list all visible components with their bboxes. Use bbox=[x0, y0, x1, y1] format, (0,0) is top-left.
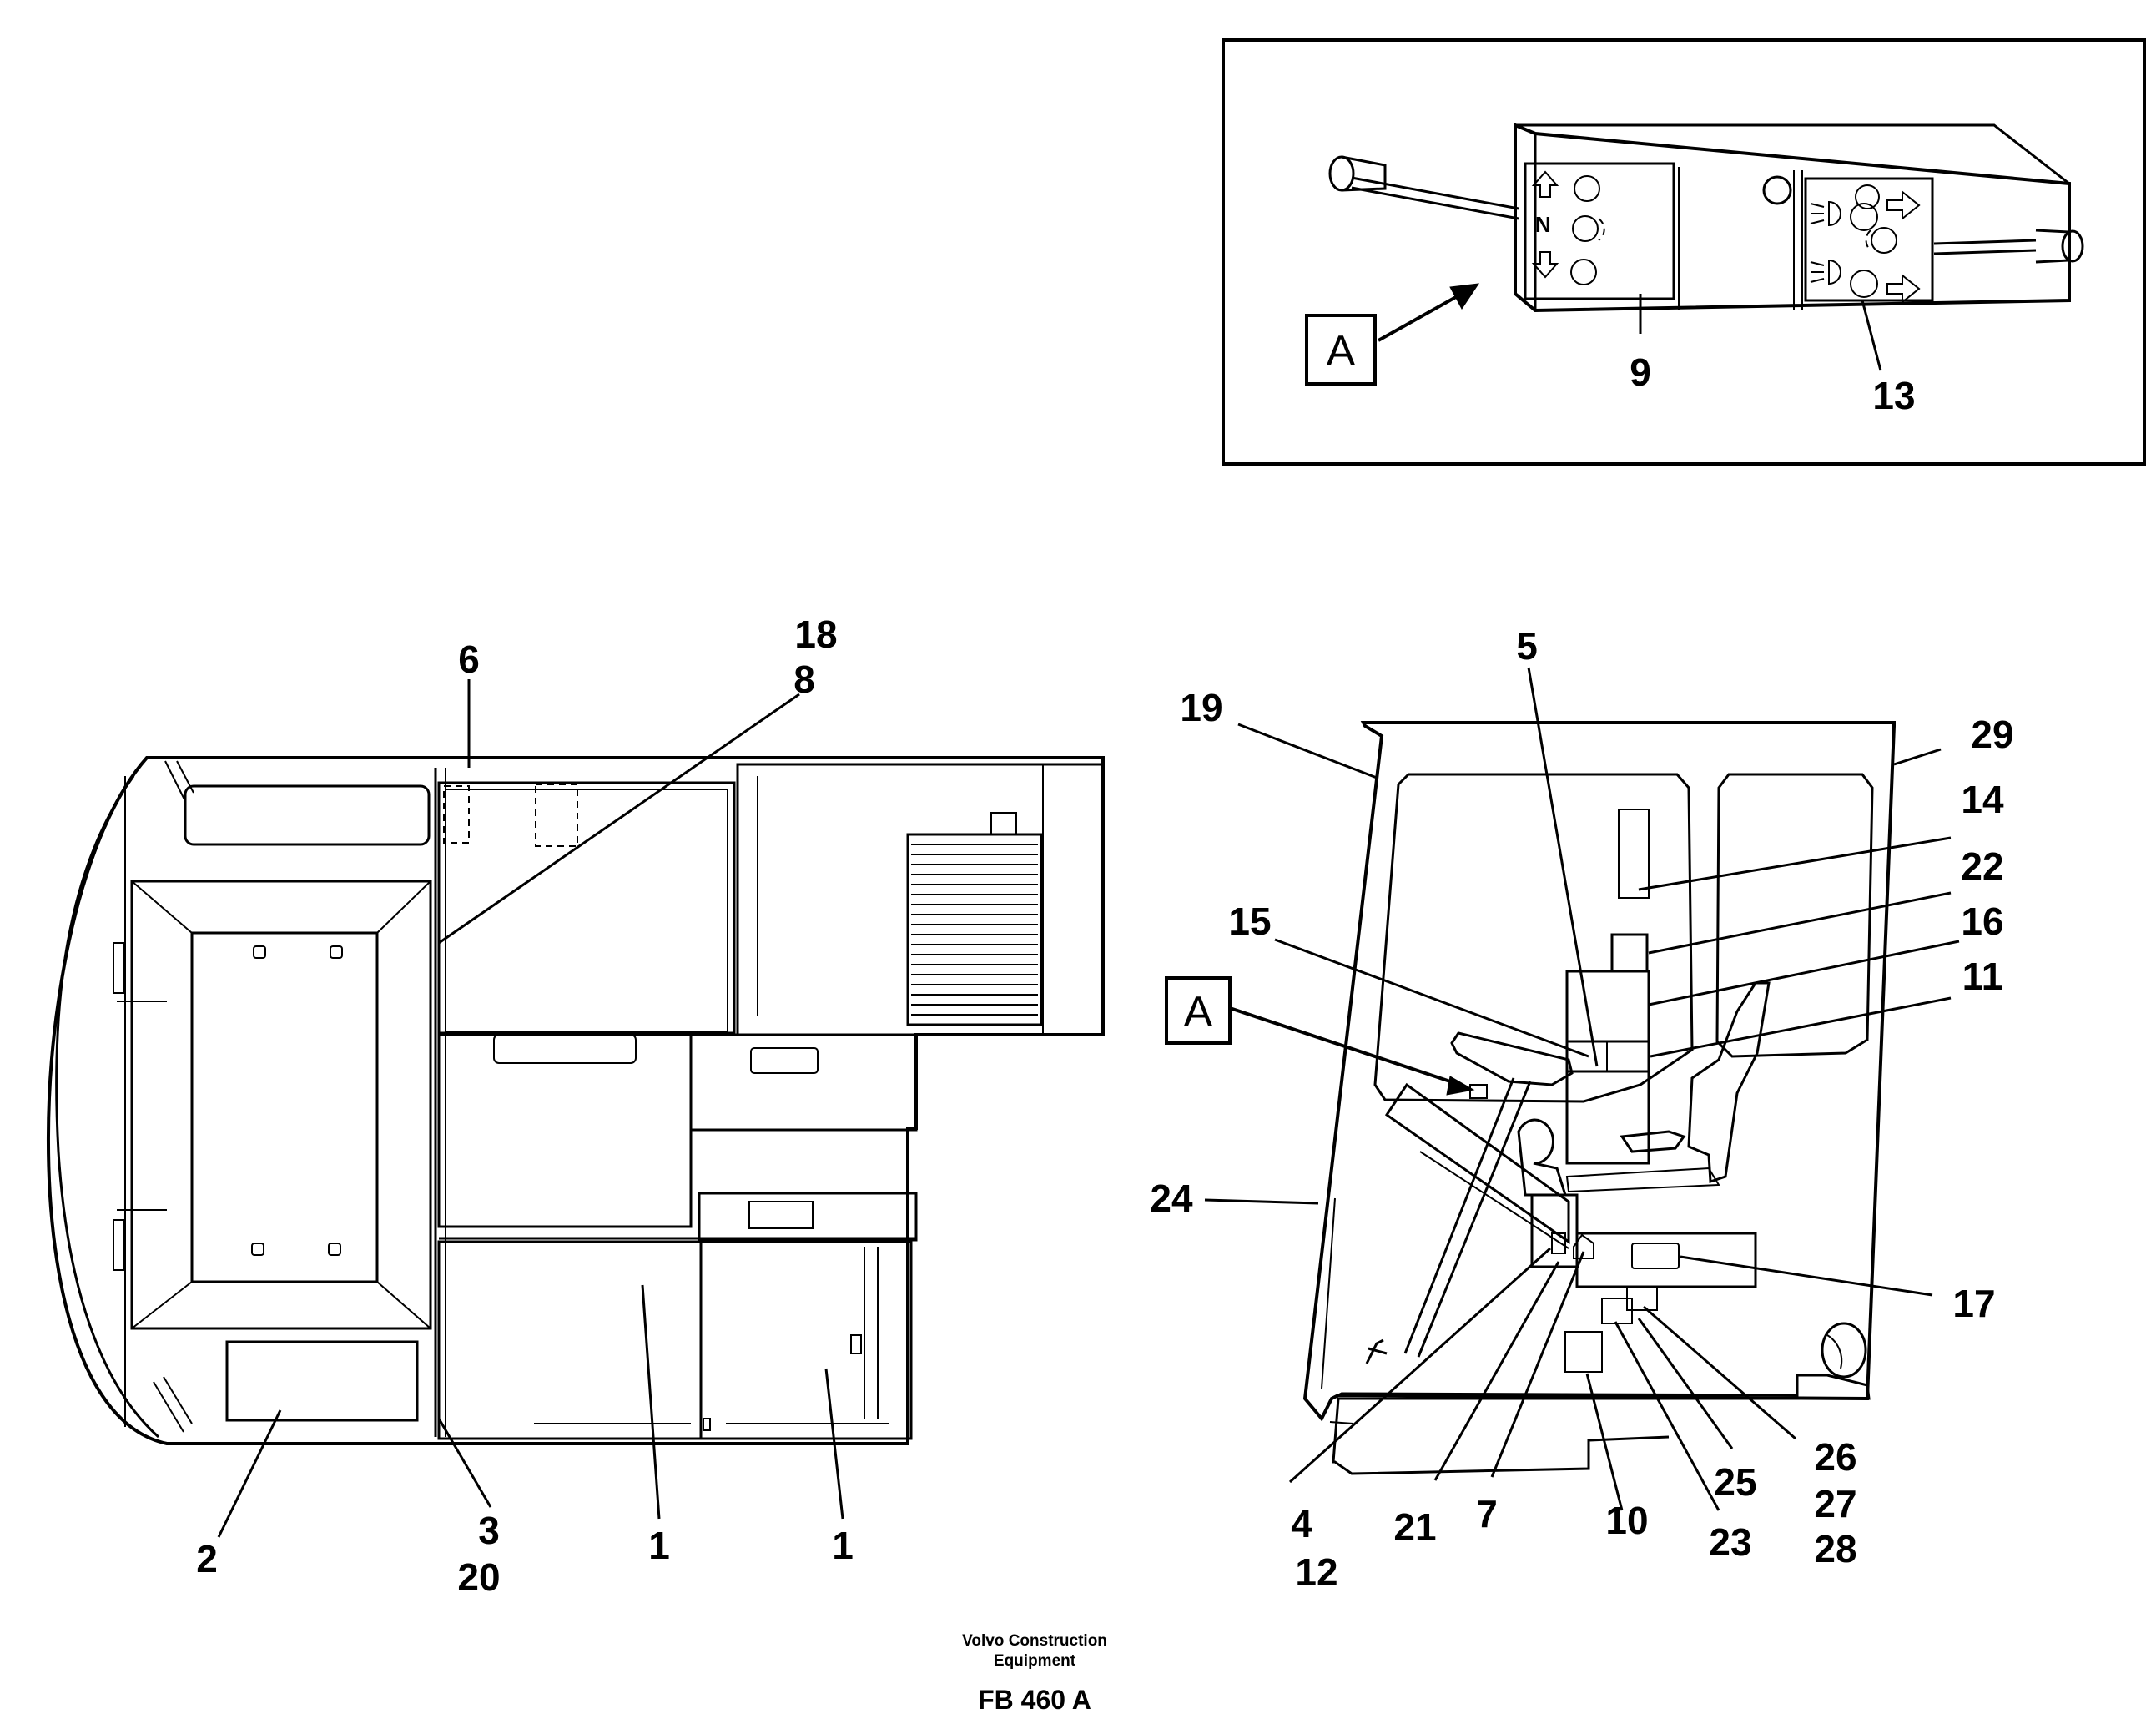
callout-20: 20 bbox=[457, 1555, 500, 1599]
view-label-side: A bbox=[1184, 988, 1213, 1036]
callout-28: 28 bbox=[1814, 1527, 1856, 1570]
callout-29: 29 bbox=[1971, 713, 2013, 756]
callout-27: 27 bbox=[1814, 1482, 1856, 1525]
direction-switch-panel bbox=[1524, 162, 1675, 300]
cab-roof bbox=[130, 880, 432, 1330]
company-name: Volvo Construction bbox=[962, 1632, 1107, 1650]
callout-6: 6 bbox=[458, 638, 480, 681]
callout-18: 18 bbox=[794, 612, 837, 656]
neutral-glyph: N bbox=[1535, 212, 1551, 237]
arrow-head-icon bbox=[1449, 283, 1480, 310]
callout-12: 12 bbox=[1295, 1550, 1337, 1594]
callout-17: 17 bbox=[1952, 1282, 1995, 1325]
arrow-right-icon bbox=[1886, 189, 1921, 221]
cab-window-side bbox=[1715, 773, 1874, 1058]
cab-base bbox=[1331, 1374, 1871, 1475]
steering-wheel bbox=[1450, 1031, 1574, 1086]
view-arrow bbox=[1378, 292, 1463, 342]
view-label: A bbox=[1327, 327, 1356, 376]
headlight-icon bbox=[1810, 200, 1841, 227]
callout-5: 5 bbox=[1516, 624, 1538, 668]
right-view: A 5 19 29 14 22 16 15 11 24 17 4 12 21 7 bbox=[1150, 624, 2013, 1594]
light-switch-symbols bbox=[1810, 184, 1921, 305]
radiator-grille-lines bbox=[911, 844, 1038, 1016]
callout-23: 23 bbox=[1709, 1520, 1751, 1564]
company-name-line2: Equipment bbox=[994, 1652, 1076, 1670]
direction-switch-symbols: N bbox=[1531, 170, 1605, 285]
roof-panel bbox=[190, 931, 379, 1283]
upper-compartment bbox=[437, 781, 736, 1035]
access-door-left bbox=[437, 1240, 703, 1440]
view-pointer bbox=[1229, 1006, 1456, 1085]
light-switch-panel bbox=[1804, 177, 1934, 302]
right-stalk bbox=[1933, 229, 2084, 264]
arrow-up-icon bbox=[1531, 170, 1559, 198]
callout-1a: 1 bbox=[648, 1524, 670, 1567]
callout-19: 19 bbox=[1180, 686, 1222, 729]
callout-2: 2 bbox=[196, 1537, 218, 1580]
arrow-head-icon bbox=[1446, 1076, 1475, 1096]
callout-10: 10 bbox=[1605, 1499, 1648, 1542]
callout-4: 4 bbox=[1291, 1502, 1312, 1545]
view-label-box-side bbox=[1165, 976, 1232, 1045]
switch-housing bbox=[1514, 123, 2071, 313]
figure-code: FB 460 A bbox=[978, 1685, 1091, 1715]
callout-11: 11 bbox=[1962, 955, 2003, 998]
arrow-down-icon bbox=[1531, 251, 1559, 279]
footer: Volvo Construction Equipment FB 460 A bbox=[962, 1632, 1107, 1715]
inset-detail: N A bbox=[1222, 38, 2146, 466]
left-view: 6 18 8 2 3 20 1 1 bbox=[47, 612, 1105, 1599]
view-label-box bbox=[1305, 314, 1377, 386]
arrow-right-icon bbox=[1886, 273, 1921, 305]
radiator-grille bbox=[906, 833, 1043, 1026]
callout-25: 25 bbox=[1714, 1460, 1756, 1504]
lower-left-panel bbox=[225, 1340, 419, 1422]
operator-seat bbox=[1687, 981, 1771, 1184]
callout-16: 16 bbox=[1961, 900, 2003, 943]
callout-21: 21 bbox=[1393, 1505, 1436, 1549]
callout-9: 9 bbox=[1630, 350, 1651, 394]
callout-22: 22 bbox=[1961, 844, 2003, 888]
pedal bbox=[1365, 1338, 1388, 1364]
callout-8: 8 bbox=[793, 658, 815, 701]
console-tower bbox=[1610, 933, 1649, 973]
callout-7: 7 bbox=[1476, 1492, 1498, 1535]
inset-frame bbox=[1222, 38, 2146, 466]
callout-3: 3 bbox=[478, 1509, 500, 1552]
callout-14: 14 bbox=[1961, 778, 2004, 821]
callout-24: 24 bbox=[1150, 1177, 1193, 1220]
headlight-icon bbox=[1810, 259, 1841, 285]
access-door-right bbox=[699, 1240, 913, 1440]
lever bbox=[1517, 1118, 1568, 1197]
callout-26: 26 bbox=[1814, 1435, 1856, 1479]
machine-outline bbox=[47, 756, 1105, 1445]
callout-13: 13 bbox=[1872, 374, 1915, 417]
left-stalk bbox=[1328, 155, 1519, 220]
cab-window-front bbox=[1373, 773, 1694, 1103]
engine-housing bbox=[736, 763, 1105, 1036]
callout-1b: 1 bbox=[832, 1524, 854, 1567]
callout-15: 15 bbox=[1228, 900, 1271, 943]
